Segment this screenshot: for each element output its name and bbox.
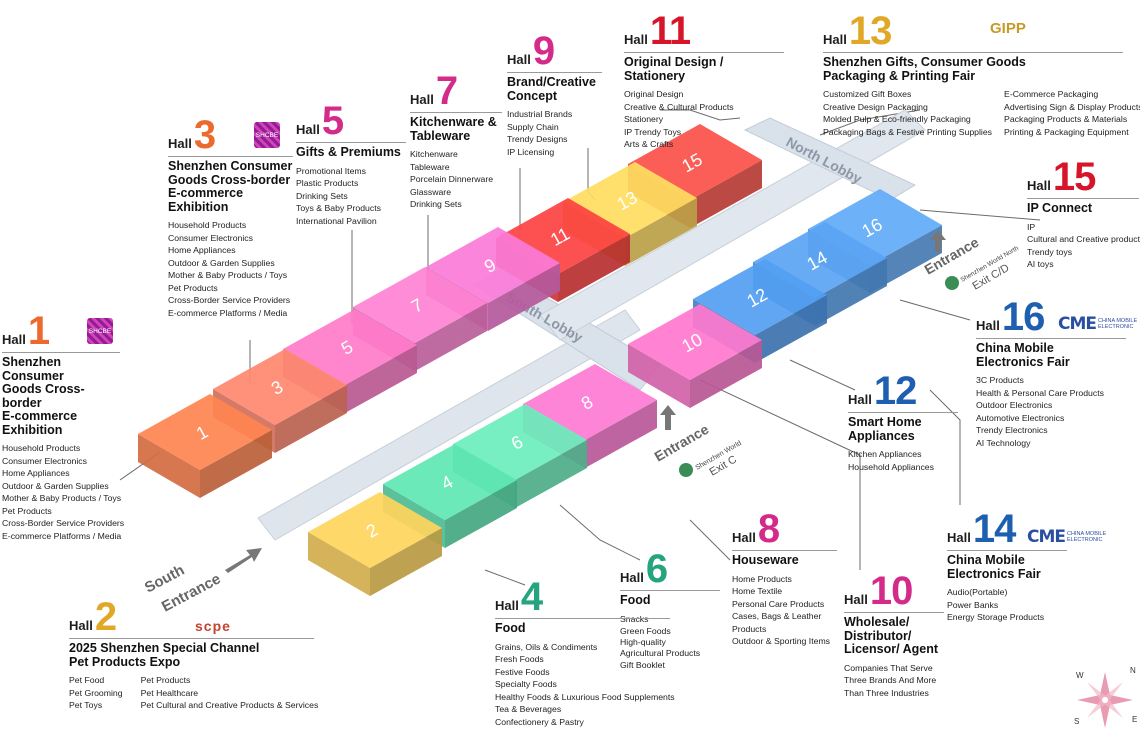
exit-cd-arrow <box>930 230 946 252</box>
scpe-logo: scpe <box>195 618 231 634</box>
hall-2-front-face <box>370 528 442 596</box>
hall-1-side-face <box>138 434 200 498</box>
hall-12-front-face <box>755 295 827 363</box>
exit-cd-badge-icon <box>945 276 959 290</box>
shcbe-logo: SHCBE <box>87 318 113 344</box>
hall-6-front-face <box>515 440 587 508</box>
shcbe-logo: SHCBE <box>254 122 280 148</box>
hall-8-top-face <box>523 364 657 440</box>
exit-c-arrow <box>660 405 676 430</box>
gipp-logo: GIPP <box>990 20 1026 37</box>
hall-4-front-face <box>445 480 517 548</box>
compass-w: W <box>1076 671 1084 680</box>
hall-word: Hall <box>2 332 26 347</box>
hall-5-front-face <box>345 345 417 413</box>
hall-number: 1 <box>27 309 50 353</box>
compass-n: N <box>1130 666 1136 675</box>
hall-8-front-face <box>585 400 657 468</box>
south-corridor <box>257 309 641 541</box>
hall-3-top-face <box>213 349 347 425</box>
south-entrance-arrow <box>225 548 262 573</box>
hall-4-top-face <box>383 444 517 520</box>
hall-1-front-face <box>200 430 272 498</box>
hall-15-front-face <box>690 160 762 228</box>
compass-s: S <box>1074 717 1079 726</box>
exit-c-badge-icon <box>679 463 693 477</box>
exit-c-entrance-word: Entrance <box>652 421 712 465</box>
hall-7-front-face <box>415 303 487 371</box>
hall-14-front-face <box>815 258 887 326</box>
hall-1-top-face <box>138 394 272 470</box>
hall-7-top-face <box>353 267 487 343</box>
hall-5-top-face <box>283 309 417 385</box>
compass-rose-icon <box>1077 672 1133 728</box>
compass-e: E <box>1132 715 1137 724</box>
hall-9-front-face <box>488 263 560 331</box>
hall-11-front-face <box>558 234 630 302</box>
hall-6-top-face <box>453 404 587 480</box>
hall-10-top-face <box>628 304 762 380</box>
north-lobby <box>743 117 917 201</box>
hall-13-front-face <box>625 198 697 266</box>
hall-2-side-face <box>308 532 370 596</box>
hall-12-top-face <box>693 259 827 335</box>
hall-10-front-face <box>690 340 762 408</box>
hall-16-front-face <box>870 225 942 293</box>
hall-9-top-face <box>426 227 560 303</box>
hall-3-front-face <box>275 385 347 453</box>
hall-10-side-face <box>628 344 690 408</box>
hall-2-top-face <box>308 492 442 568</box>
